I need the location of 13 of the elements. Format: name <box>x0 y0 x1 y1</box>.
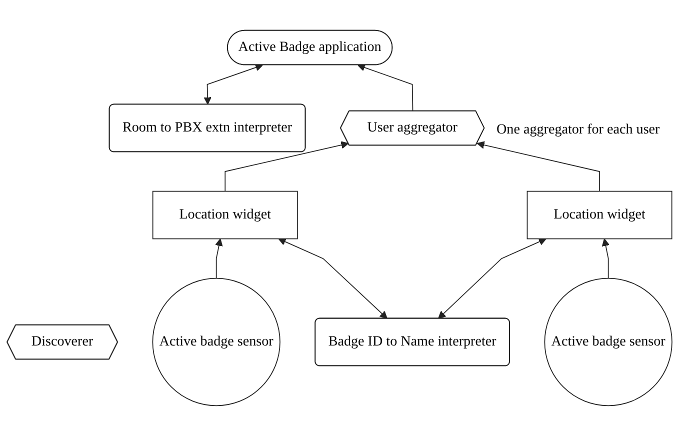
arrow <box>278 238 388 319</box>
node-circle: Active badge sensor <box>152 278 280 406</box>
arrow <box>602 238 610 279</box>
arrow <box>215 238 223 279</box>
arrow <box>476 141 600 192</box>
node-circle: Active badge sensor <box>544 278 672 406</box>
node-box: Location widget <box>152 190 298 240</box>
arrow <box>224 141 349 192</box>
arrow <box>204 64 263 105</box>
annotation-text: One aggregator for each user <box>496 121 660 138</box>
arrow <box>438 238 546 319</box>
arrow <box>358 64 414 112</box>
node-box: Location widget <box>526 190 672 240</box>
